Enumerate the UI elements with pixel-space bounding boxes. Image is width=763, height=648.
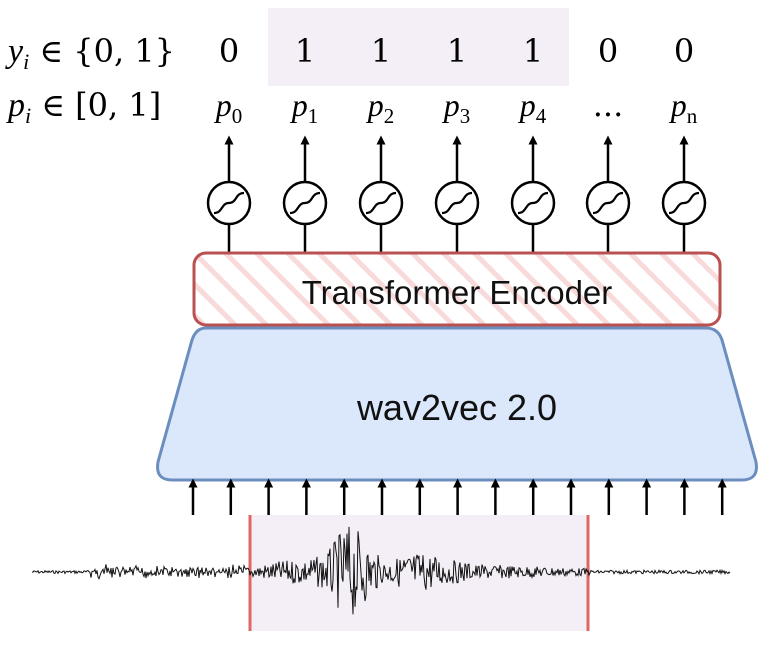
transformer-encoder-label: Transformer Encoder bbox=[302, 274, 613, 311]
p-row-label: pi ∈ [0, 1] bbox=[6, 86, 161, 128]
sigmoid-icon bbox=[282, 180, 328, 226]
p-output-3: p3 bbox=[442, 87, 471, 128]
y-value-1: 1 bbox=[295, 32, 315, 70]
p-output-5: ... bbox=[593, 86, 624, 124]
positive-label-highlight bbox=[268, 8, 569, 86]
sigmoid-icon bbox=[585, 180, 631, 226]
y-value-0: 0 bbox=[219, 32, 239, 70]
p-output-0: p0 bbox=[214, 87, 243, 128]
transformer-encoder-block bbox=[192, 251, 722, 327]
y-value-6: 0 bbox=[674, 32, 694, 70]
speech-segment-highlight bbox=[250, 515, 588, 631]
sigmoid-icon bbox=[510, 180, 556, 226]
y-value-2: 1 bbox=[371, 32, 391, 70]
y-value-4: 1 bbox=[523, 32, 543, 70]
wav2vec-block bbox=[156, 326, 758, 482]
sigmoid-icon bbox=[434, 180, 480, 226]
y-value-5: 0 bbox=[598, 32, 618, 70]
y-value-3: 1 bbox=[447, 32, 467, 70]
p-output-4: p4 bbox=[518, 87, 547, 128]
p-output-6: pn bbox=[669, 87, 698, 128]
audio-waveform-icon bbox=[31, 526, 731, 615]
sigmoid-icon bbox=[661, 180, 707, 226]
sigmoid-icon bbox=[206, 180, 252, 226]
sigmoid-icon bbox=[358, 180, 404, 226]
input-arrows bbox=[188, 478, 727, 515]
y-row-label: yi ∈ {0, 1} bbox=[5, 32, 175, 74]
p-output-1: p1 bbox=[290, 87, 319, 128]
p-output-2: p2 bbox=[366, 87, 395, 128]
wav2vec-label: wav2vec 2.0 bbox=[356, 387, 557, 428]
